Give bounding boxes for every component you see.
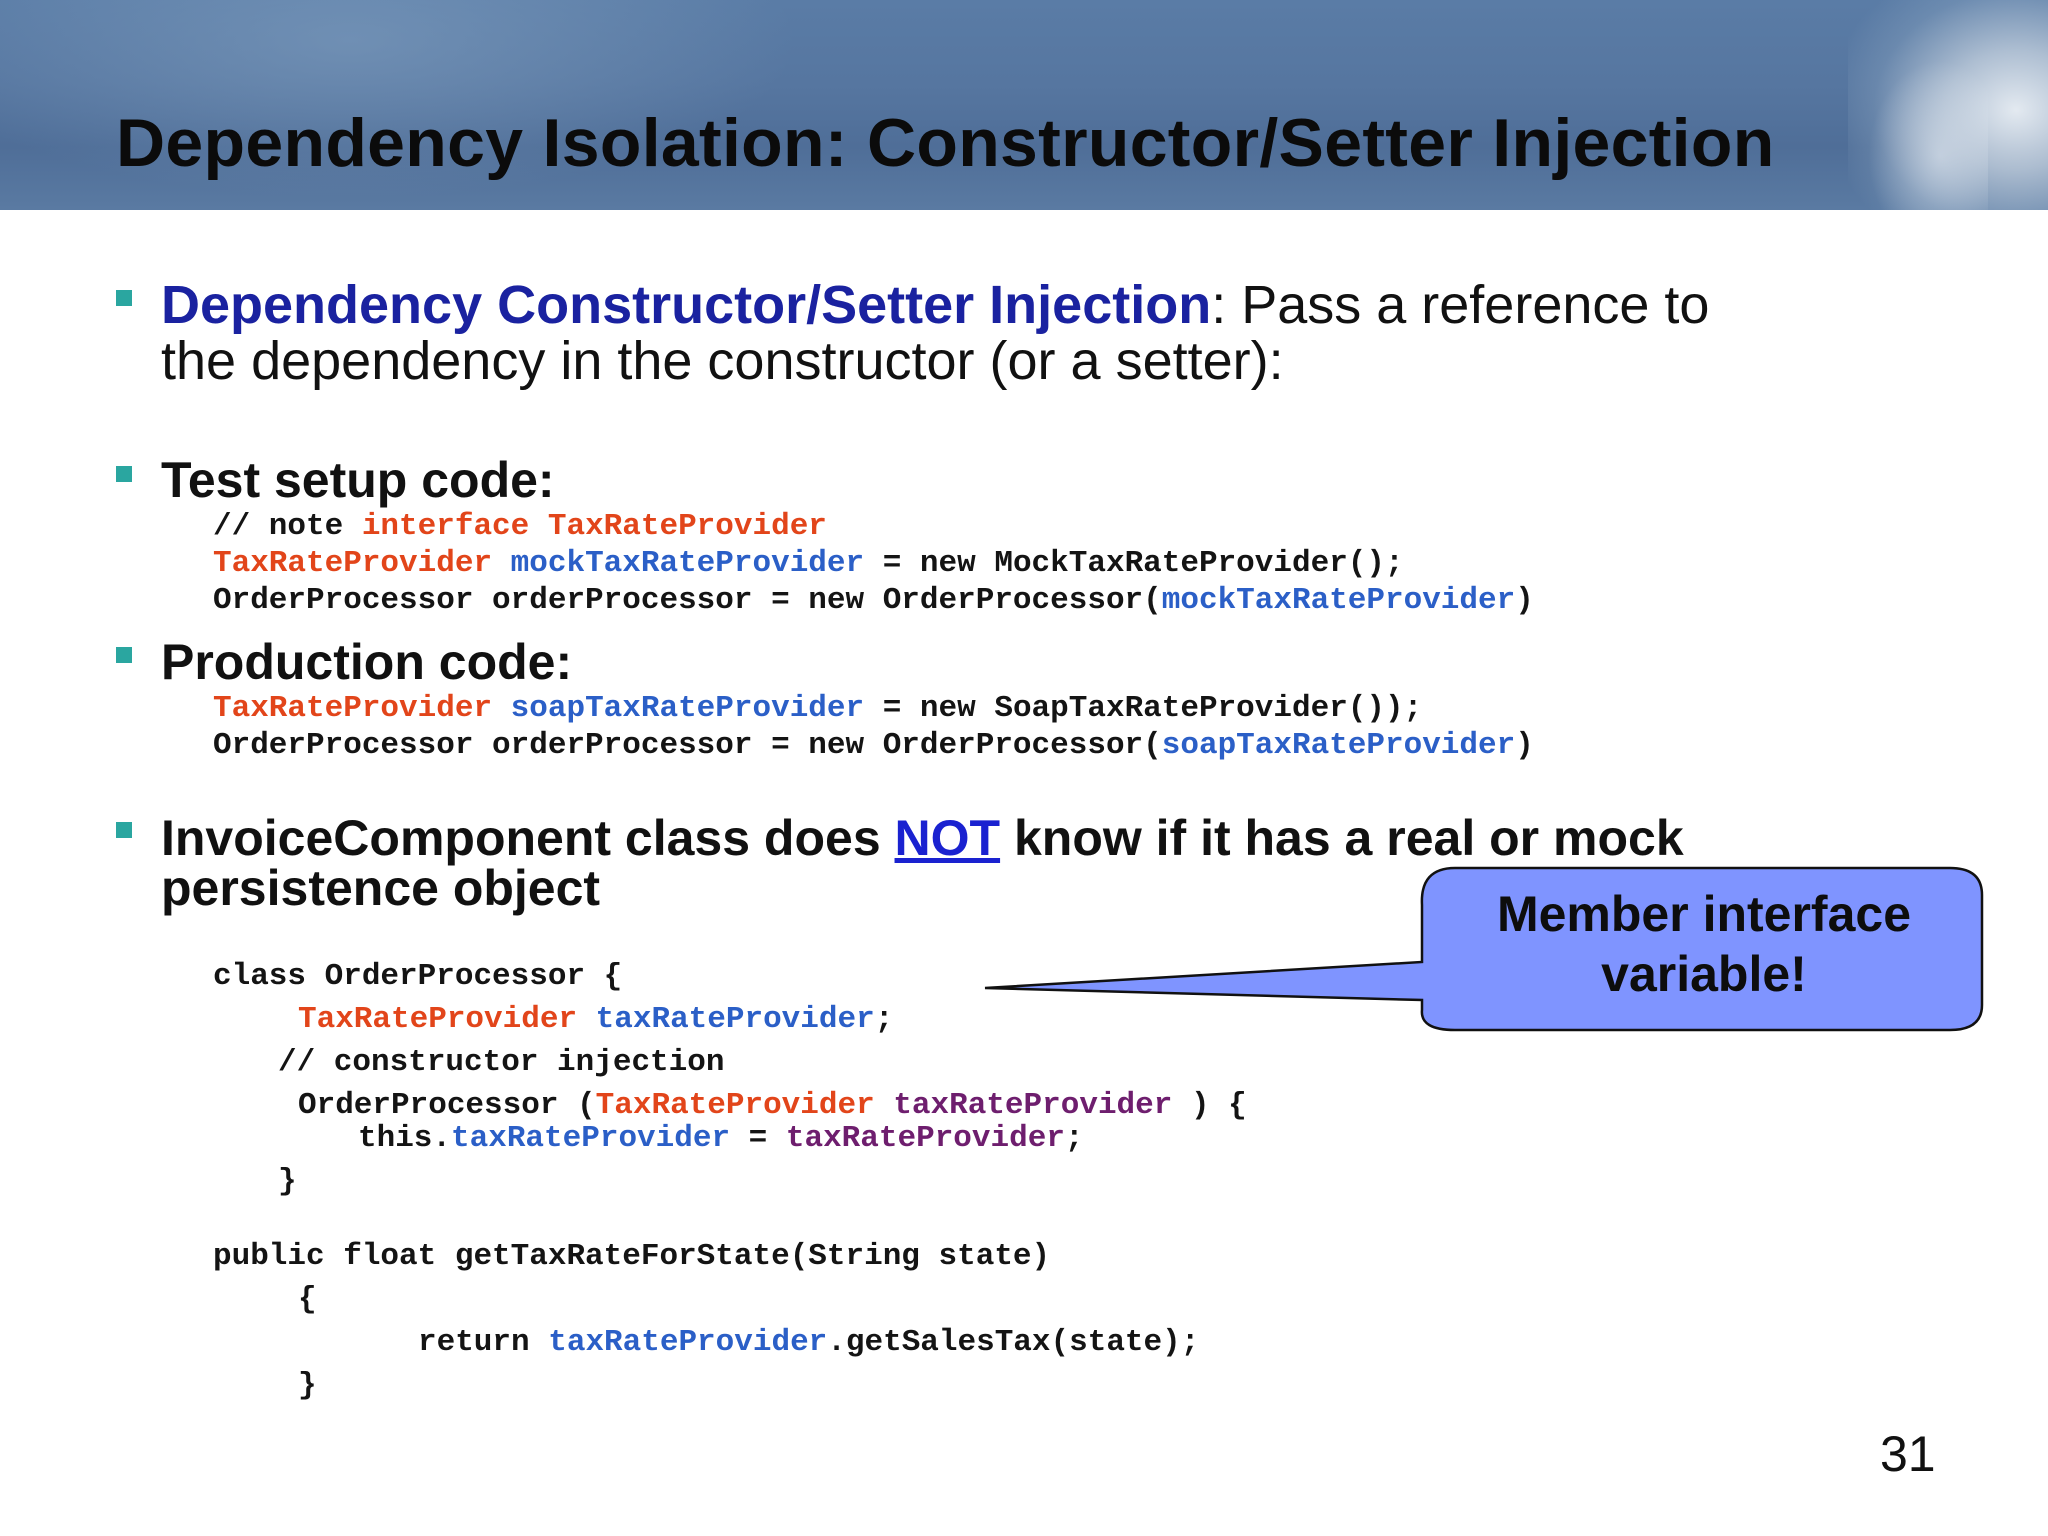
not-emphasis-link[interactable]: NOT — [894, 810, 1001, 866]
header-background-glow — [0, 0, 800, 200]
code-expression: = new SoapTaxRateProvider()); — [864, 691, 1423, 726]
class-code-line-6: } — [278, 1164, 297, 1199]
callout-line-2: variable! — [1601, 946, 1807, 1002]
code-type-name: TaxRateProvider — [213, 546, 493, 581]
code-constructor: OrderProcessor ( — [298, 1088, 596, 1123]
prod-code-line-2: OrderProcessor orderProcessor = new Orde… — [213, 727, 1534, 764]
class-code-line-8: { — [298, 1282, 317, 1317]
class-code-line-9: return taxRateProvider.getSalesTax(state… — [213, 1321, 1247, 1364]
bullet-1-line-1: Dependency Constructor/Setter Injection:… — [161, 278, 1709, 332]
slide-title: Dependency Isolation: Constructor/Setter… — [116, 105, 1775, 181]
code-parameter-name: taxRateProvider — [893, 1088, 1173, 1123]
code-expression: = new MockTaxRateProvider(); — [864, 546, 1404, 581]
production-code-block: TaxRateProvider soapTaxRateProvider = ne… — [213, 690, 1534, 764]
code-type-name: TaxRateProvider — [298, 1002, 578, 1037]
test-code-line-3: OrderProcessor orderProcessor = new Orde… — [213, 582, 1534, 619]
prod-code-line-1: TaxRateProvider soapTaxRateProvider = ne… — [213, 690, 1534, 727]
bullet-1-line-2: the dependency in the constructor (or a … — [161, 331, 1284, 391]
code-expression: OrderProcessor orderProcessor = new Orde… — [213, 583, 1162, 618]
bullet-4-text-b: know if it has a real or mock — [1000, 810, 1684, 866]
code-expression: ) — [1515, 728, 1534, 763]
class-code-block: class OrderProcessor { TaxRateProvider ta… — [213, 955, 1247, 1407]
code-return-keyword: return — [418, 1325, 549, 1360]
code-field-name: taxRateProvider — [595, 1002, 875, 1037]
callout-line-1: Member interface — [1496, 886, 1912, 942]
code-type-name: TaxRateProvider — [595, 1088, 875, 1123]
bullet-marker-1 — [116, 290, 132, 306]
bullet-4-text-a: InvoiceComponent class does — [161, 810, 895, 866]
code-variable-name: soapTaxRateProvider — [510, 691, 865, 726]
code-expression: OrderProcessor orderProcessor = new Orde… — [213, 728, 1162, 763]
bullet-3-label: Production code: — [161, 634, 573, 690]
bullet-4-line-2: persistence object — [161, 860, 601, 916]
test-code-line-2: TaxRateProvider mockTaxRateProvider = ne… — [213, 545, 1534, 582]
class-code-line-10: } — [298, 1368, 317, 1403]
code-punctuation: ; — [874, 1002, 894, 1037]
code-variable-name: soapTaxRateProvider — [1161, 728, 1516, 763]
code-type-name: TaxRateProvider — [213, 691, 493, 726]
code-field-name: taxRateProvider — [548, 1325, 828, 1360]
code-variable-name: mockTaxRateProvider — [1161, 583, 1516, 618]
bullet-marker-4 — [116, 822, 132, 838]
page-number: 31 — [1880, 1426, 1936, 1482]
slide-header-banner — [0, 0, 2048, 210]
class-code-line-4: OrderProcessor (TaxRateProvider taxRateP… — [213, 1084, 1247, 1127]
code-operator: = — [730, 1121, 786, 1156]
test-code-line-1: // note interface TaxRateProvider — [213, 508, 1534, 545]
bullet-marker-3 — [116, 647, 132, 663]
bullet-marker-2 — [116, 466, 132, 482]
code-parameter-name: taxRateProvider — [785, 1121, 1065, 1156]
bullet-4-line-1: InvoiceComponent class does NOT know if … — [161, 811, 1684, 865]
class-code-line-5: this.taxRateProvider = taxRateProvider; — [213, 1117, 1247, 1160]
code-comment: // note — [213, 509, 362, 544]
code-punctuation: ; — [1064, 1121, 1084, 1156]
code-method-call: .getSalesTax(state); — [827, 1325, 1200, 1360]
code-expression: ) — [1515, 583, 1534, 618]
code-interface-name: interface TaxRateProvider — [361, 509, 827, 544]
code-field-name: taxRateProvider — [451, 1121, 731, 1156]
class-code-line-2: TaxRateProvider taxRateProvider; — [213, 998, 1247, 1041]
class-code-line-3: // constructor injection — [278, 1045, 725, 1080]
class-code-line-1: class OrderProcessor { — [213, 959, 623, 994]
bullet-1-term: Dependency Constructor/Setter Injection — [161, 275, 1212, 335]
callout-text: Member interface variable! — [1424, 884, 1984, 1004]
class-code-line-7: public float getTaxRateForState(String s… — [213, 1239, 1051, 1274]
code-variable-name: mockTaxRateProvider — [510, 546, 865, 581]
code-punctuation: ) { — [1172, 1088, 1247, 1123]
code-this-keyword: this. — [358, 1121, 452, 1156]
header-water-spray-decoration-2 — [1868, 60, 1988, 210]
bullet-2-label: Test setup code: — [161, 452, 555, 508]
bullet-1-rest: : Pass a reference to — [1211, 275, 1710, 335]
